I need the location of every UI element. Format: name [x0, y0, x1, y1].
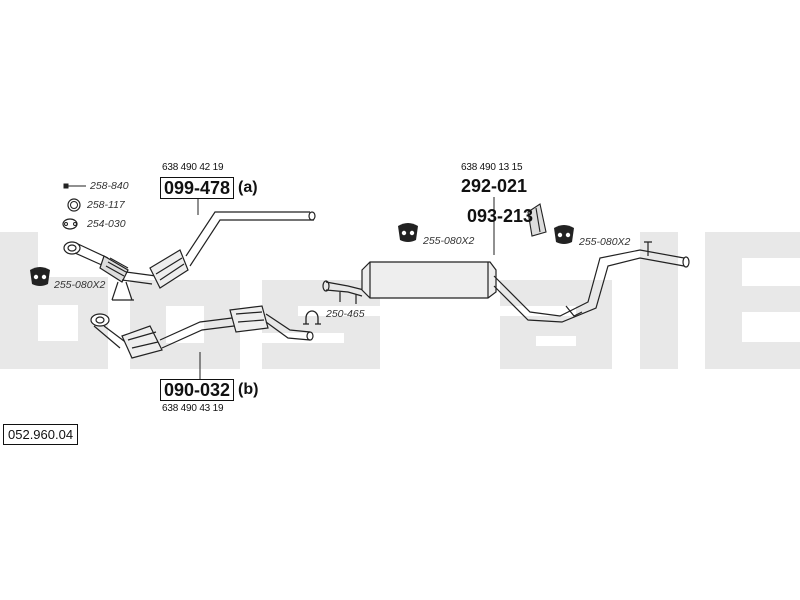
part-suffix-a: (a) — [238, 179, 258, 196]
ring-icon — [67, 198, 81, 212]
mounting-bracket-drawing — [527, 203, 547, 237]
accessory-paste-right-label[interactable]: 255-080X2 — [579, 236, 631, 248]
part-number-rear[interactable]: 292-021 — [461, 176, 528, 196]
accessory-paste-middle-label[interactable]: 255-080X2 — [423, 235, 475, 247]
paste-icon-left — [30, 267, 50, 286]
front-pipe-a-drawing — [63, 198, 316, 301]
diagram-id: 052.960.04 — [3, 424, 79, 445]
bolt-icon — [63, 183, 86, 189]
accessory-bolt-label[interactable]: 258-840 — [90, 180, 129, 192]
part-suffix-b: (b) — [238, 381, 259, 398]
front-pipe-b-drawing — [90, 305, 314, 380]
part-number-mounting[interactable]: 093-213 — [467, 206, 534, 226]
paste-icon-right — [554, 225, 574, 244]
accessory-paste-left-label[interactable]: 255-080X2 — [54, 279, 106, 291]
paste-icon-middle — [398, 223, 418, 242]
oe-number-rear: 638 490 13 15 — [461, 162, 523, 173]
accessory-gasket-label[interactable]: 254-030 — [87, 218, 126, 230]
rear-system-drawing — [322, 197, 690, 323]
accessory-clamp-label[interactable]: 250-465 — [326, 308, 365, 320]
part-number-b[interactable]: 090-032 — [160, 379, 235, 401]
part-number-a[interactable]: 099-478 — [160, 177, 235, 199]
gasket-icon — [62, 218, 78, 230]
accessory-ring-label[interactable]: 258-117 — [87, 199, 125, 211]
oe-number-b: 638 490 43 19 — [162, 403, 224, 414]
clamp-icon — [303, 310, 321, 325]
oe-number-a: 638 490 42 19 — [162, 162, 224, 173]
